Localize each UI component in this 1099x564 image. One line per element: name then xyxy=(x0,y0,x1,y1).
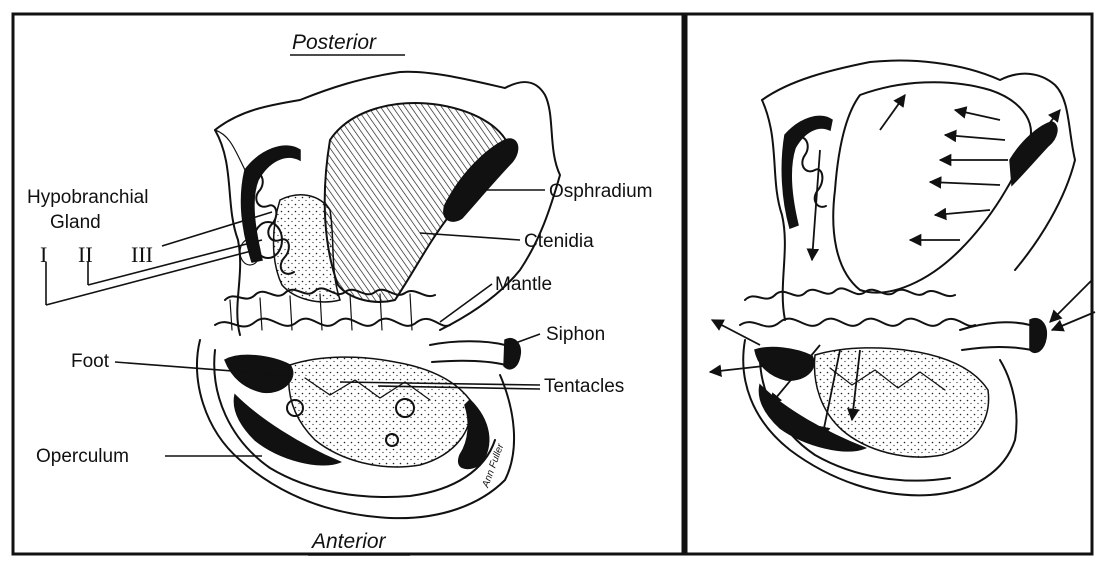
right-mantle-cavity xyxy=(833,82,1031,292)
label-gland: Gland xyxy=(50,212,101,233)
label-gland-iii: III xyxy=(131,242,153,267)
orientation-top-label: Posterior xyxy=(292,31,377,54)
stippled-tissue xyxy=(274,195,341,302)
label-osphradium: Osphradium xyxy=(549,181,653,202)
label-ctenidia: Ctenidia xyxy=(524,231,594,252)
orientation-bottom-label: Anterior xyxy=(310,530,387,553)
label-foot: Foot xyxy=(71,351,110,372)
mantle-left-edge xyxy=(215,130,240,335)
label-operculum: Operculum xyxy=(36,446,129,467)
label-siphon: Siphon xyxy=(546,324,605,345)
label-mantle: Mantle xyxy=(495,274,552,295)
figure-frames xyxy=(13,14,1092,554)
label-tentacles: Tentacles xyxy=(544,376,624,397)
siphon-opening xyxy=(504,339,520,369)
label-gland-ii: II xyxy=(78,242,93,267)
label-gland-i: I xyxy=(40,242,47,267)
foot-dark-region xyxy=(225,355,293,392)
right-mantle-frill xyxy=(745,288,955,300)
ctenidia-gill-mass xyxy=(325,103,510,302)
right-current-diagram xyxy=(710,61,1095,496)
siphon-tube xyxy=(430,341,506,365)
label-hypobranchial: Hypobranchial xyxy=(27,187,148,208)
